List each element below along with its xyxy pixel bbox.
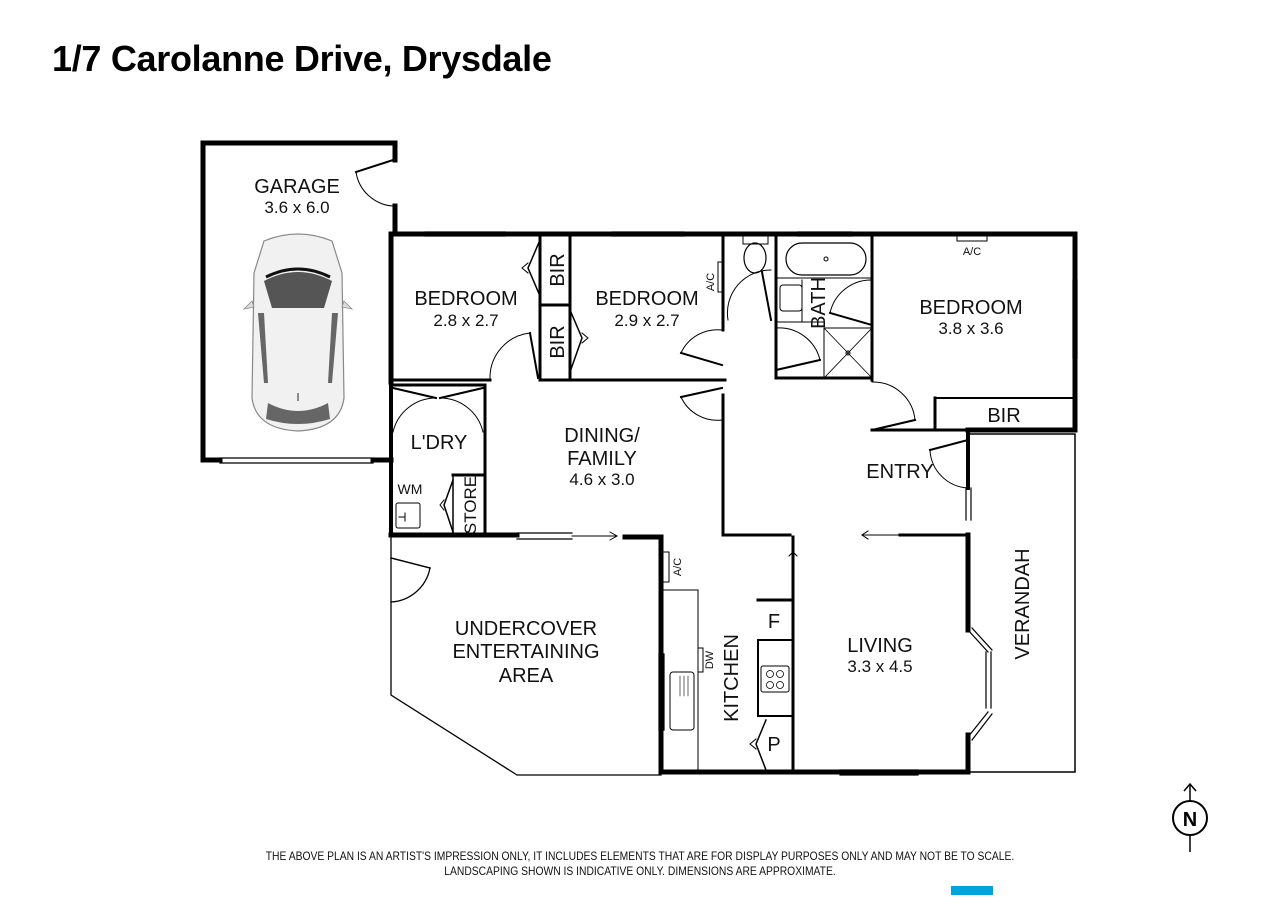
undercover-label-3: AREA <box>499 665 554 687</box>
bedroom-2-label: BEDROOM <box>414 288 517 310</box>
bir-3-label: BIR <box>987 405 1020 427</box>
disclaimer-line-2: LANDSCAPING SHOWN IS INDICATIVE ONLY. DI… <box>444 864 836 878</box>
outer-walls <box>388 231 1078 775</box>
master-bedroom-dims: 3.8 x 3.6 <box>938 319 1003 338</box>
living-label: LIVING <box>847 635 913 657</box>
dining-dims: 4.6 x 3.0 <box>569 470 634 489</box>
bir-1-label: BIR <box>547 253 569 286</box>
bedroom-2-dims: 2.8 x 2.7 <box>433 311 498 330</box>
fridge-label: F <box>768 611 780 633</box>
dishwasher-label: DW <box>704 650 716 669</box>
windows <box>424 231 1078 776</box>
store-label: STORE <box>461 476 480 534</box>
bathroom <box>774 234 874 380</box>
bir-2-label: BIR <box>547 325 569 358</box>
laundry-walls <box>389 383 487 537</box>
kitchen <box>663 535 798 772</box>
dining-label-1: DINING/ <box>564 425 640 447</box>
car-icon <box>242 233 354 432</box>
undercover-label-1: UNDERCOVER <box>455 618 597 640</box>
bedroom-3-dims: 2.9 x 2.7 <box>614 311 679 330</box>
laundry-label: L'DRY <box>411 432 468 454</box>
verandah-label: VERANDAH <box>1012 548 1034 659</box>
entry-walls <box>721 429 970 540</box>
ac-label-master: A/C <box>963 246 981 258</box>
ac-label-bedroom-3: A/C <box>705 273 717 291</box>
disclaimer-line-1: THE ABOVE PLAN IS AN ARTIST'S IMPRESSION… <box>265 849 1015 863</box>
bath-label: BATH <box>808 277 830 329</box>
undercover-outline <box>390 536 662 776</box>
ac-label-kitchen: A/C <box>672 558 684 576</box>
dining-label-2: FAMILY <box>567 448 637 470</box>
entry-label: ENTRY <box>866 461 933 483</box>
north-compass-icon: N <box>1172 782 1208 852</box>
wc <box>726 234 778 324</box>
page-title: 1/7 Carolanne Drive, Drysdale <box>52 38 552 79</box>
kitchen-label: KITCHEN <box>721 634 743 722</box>
master-bedroom-walls <box>870 235 1078 433</box>
bedroom-3-label: BEDROOM <box>595 288 698 310</box>
pantry-label: P <box>767 734 780 756</box>
compass-letter: N <box>1183 809 1197 831</box>
master-bedroom-label: BEDROOM <box>919 297 1022 319</box>
wm-label: WM <box>398 481 423 497</box>
garage-label: GARAGE <box>254 176 340 198</box>
garage-walls <box>200 140 398 464</box>
bedroom-2-walls <box>389 234 727 382</box>
accent-tab <box>951 886 993 895</box>
verandah-outline <box>967 433 1076 773</box>
living-dims: 3.3 x 4.5 <box>847 657 912 676</box>
undercover-label-2: ENTERTAINING <box>452 641 599 663</box>
garage-dims: 3.6 x 6.0 <box>264 198 329 217</box>
